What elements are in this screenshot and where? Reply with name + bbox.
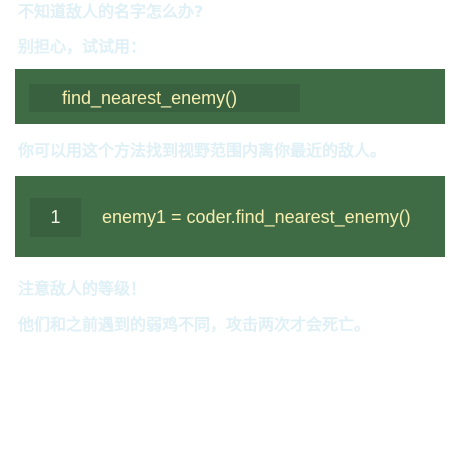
intro-question: 不知道敌人的名字怎么办? [18,2,204,21]
method-description: 你可以用这个方法找到视野范围内离你最近的敌人。 [18,141,387,160]
method-chip[interactable]: find_nearest_enemy() [29,84,300,112]
code-panel: 1 enemy1 = coder.find_nearest_enemy() [15,176,445,257]
level-detail: 他们和之前遇到的弱鸡不同，攻击两次才会死亡。 [18,315,371,334]
method-name: find_nearest_enemy() [62,88,238,108]
code-line[interactable]: enemy1 = coder.find_nearest_enemy() [102,207,411,227]
method-panel: find_nearest_enemy() [15,69,445,124]
intro-prompt: 别担心，试试用： [18,37,147,56]
line-number: 1 [30,198,81,237]
level-warning: 注意敌人的等级！ [18,279,147,298]
